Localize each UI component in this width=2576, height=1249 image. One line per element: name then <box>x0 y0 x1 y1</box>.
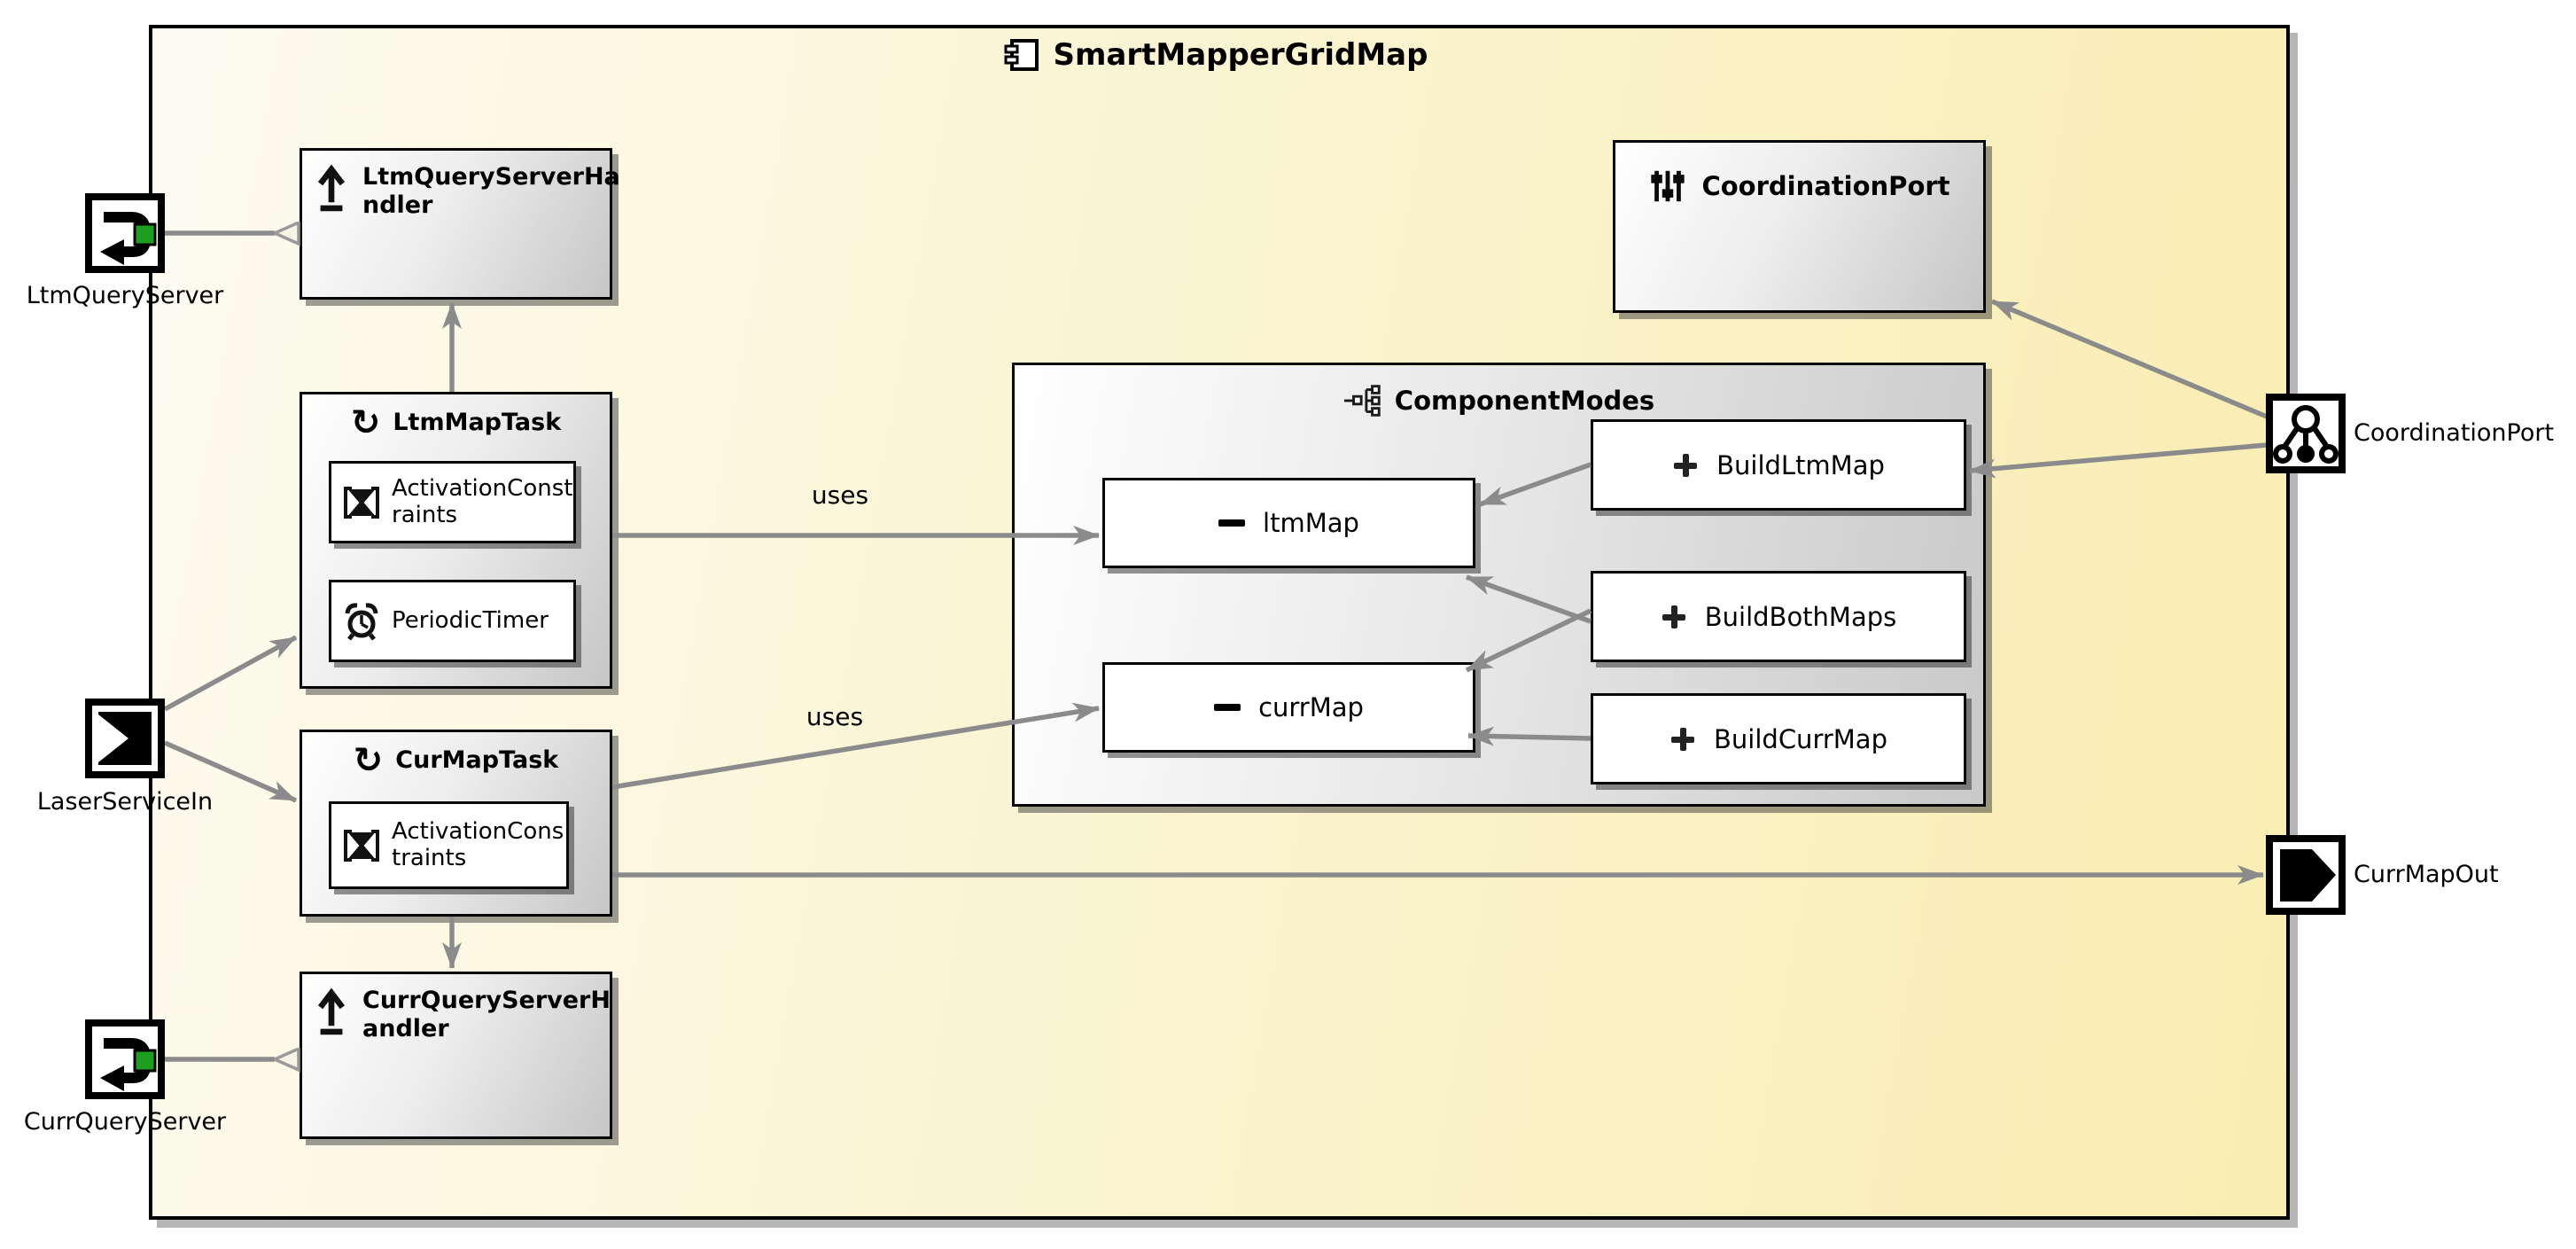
sub-label: PeriodicTimer <box>392 606 549 634</box>
edge-label-uses: uses <box>805 702 864 731</box>
private-minus-icon <box>1218 519 1246 527</box>
public-plus-icon <box>1671 727 1695 751</box>
sub-label: ActivationCons traints <box>392 818 564 871</box>
public-plus-icon <box>1674 453 1698 477</box>
mode-label: currMap <box>1258 692 1364 722</box>
edge-buildbothmaps-to-ltmmap[interactable] <box>1466 574 1592 624</box>
mode-buildbothmaps[interactable]: BuildBothMaps <box>1591 571 1966 662</box>
mode-ltmmap[interactable]: ltmMap <box>1102 478 1475 568</box>
handler-up-arrow-icon <box>317 987 346 1035</box>
mode-currmap[interactable]: currMap <box>1102 662 1475 753</box>
coordination-port-header: CoordinationPort <box>1615 143 1983 207</box>
port-ltmqueryserver[interactable] <box>85 193 165 273</box>
coordination-port-box[interactable]: CoordinationPort <box>1613 140 1986 313</box>
alarm-clock-icon <box>345 602 378 641</box>
mode-label: BuildBothMaps <box>1704 601 1897 632</box>
public-plus-icon <box>1662 605 1685 628</box>
port-label-ltmqueryserver: LtmQueryServer <box>26 282 224 309</box>
component-modes-icon <box>1343 385 1381 417</box>
mode-label: ltmMap <box>1263 508 1359 538</box>
port-label-currmapout: CurrMapOut <box>2354 861 2499 888</box>
send-in-icon <box>85 699 165 778</box>
periodic-timer-box[interactable]: PeriodicTimer <box>329 580 576 662</box>
port-label-currqueryserver: CurrQueryServer <box>23 1108 227 1136</box>
sub-label: ActivationConst raints <box>392 475 573 528</box>
component-modes-title: ComponentModes <box>1394 386 1655 416</box>
query-server-icon <box>85 193 165 273</box>
port-currqueryserver[interactable] <box>85 1019 165 1099</box>
edge-laser-to-curmaptask[interactable] <box>163 740 298 803</box>
mode-label: BuildLtmMap <box>1716 449 1885 480</box>
node-title: CurrQueryServerH andler <box>362 987 611 1042</box>
edge-coordicon-to-buildltmmap[interactable] <box>1969 442 2268 479</box>
node-title: CurMapTask <box>395 746 559 775</box>
edge-laser-to-ltmmaptask[interactable] <box>163 635 298 712</box>
hourglass-icon <box>344 486 379 519</box>
node-title: LtmMapTask <box>393 409 562 437</box>
edge-curmaptask-uses-currmap[interactable] <box>611 702 1100 790</box>
edge-label-uses: uses <box>811 480 869 510</box>
task-loop-icon: ↻ <box>350 402 381 443</box>
uml-component-icon <box>1004 39 1039 71</box>
hourglass-icon <box>344 829 379 862</box>
page-title: SmartMapperGridMap <box>1053 37 1428 73</box>
mode-buildcurrmap[interactable]: BuildCurrMap <box>1591 693 1966 785</box>
activation-constraints-box[interactable]: ActivationConst raints <box>329 461 576 543</box>
query-server-icon <box>85 1019 165 1099</box>
port-currmapout[interactable] <box>2266 835 2346 915</box>
edge-buildcurrmap-to-currmap[interactable] <box>1467 726 1592 746</box>
edge-buildbothmaps-to-currmap[interactable] <box>1465 608 1592 673</box>
component-title: SmartMapperGridMap <box>149 37 2283 73</box>
activation-constraints-box[interactable]: ActivationCons traints <box>329 801 569 889</box>
port-laserservicein[interactable] <box>85 699 165 778</box>
sliders-icon <box>1651 170 1685 202</box>
coordination-tree-icon <box>2266 394 2346 473</box>
edge-coordicon-to-coordbox[interactable] <box>1990 299 2269 419</box>
edge-buildltmmap-to-ltmmap[interactable] <box>1479 462 1592 507</box>
mode-label: BuildCurrMap <box>1714 723 1887 754</box>
task-loop-icon: ↻ <box>353 740 384 781</box>
node-ltmqueryserverhandler[interactable]: LtmQueryServerHa ndler <box>300 148 620 300</box>
component-modes-header: ComponentModes <box>1015 383 1983 418</box>
handler-up-arrow-icon <box>317 164 346 212</box>
port-coordinationport[interactable] <box>2266 394 2346 473</box>
node-title: LtmQueryServerHa ndler <box>362 163 620 219</box>
send-out-icon <box>2266 835 2346 915</box>
coordination-port-box-title: CoordinationPort <box>1701 171 1950 201</box>
node-currqueryserverhandler[interactable]: CurrQueryServerH andler <box>300 972 612 1139</box>
mode-buildltmmap[interactable]: BuildLtmMap <box>1591 419 1966 511</box>
port-label-laserservicein: LaserServiceIn <box>36 788 214 816</box>
private-minus-icon <box>1214 704 1241 711</box>
port-label-coordinationport: CoordinationPort <box>2354 419 2555 447</box>
